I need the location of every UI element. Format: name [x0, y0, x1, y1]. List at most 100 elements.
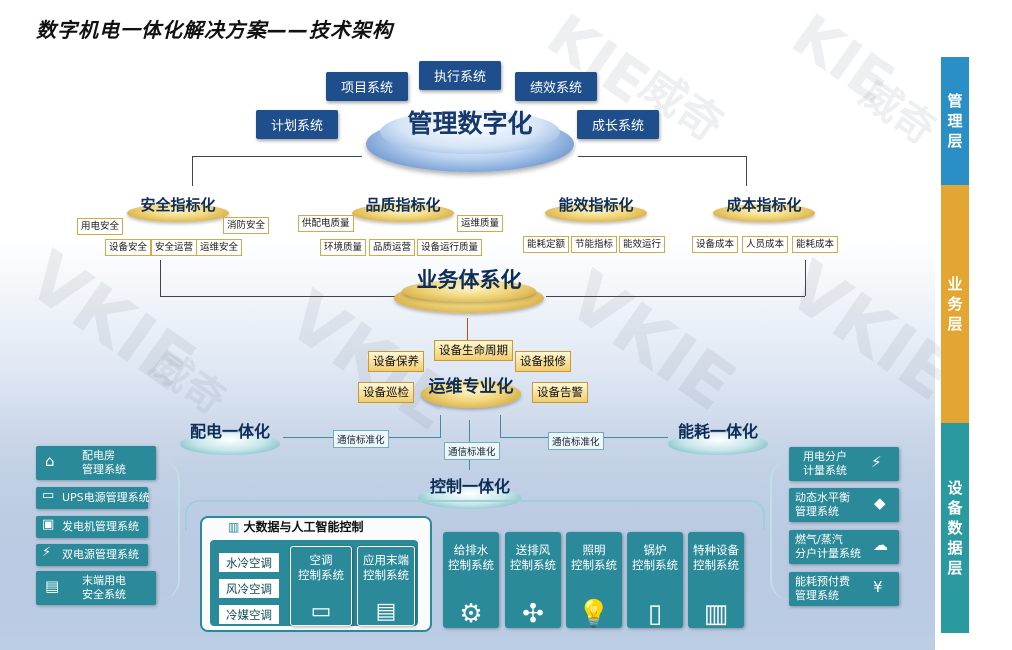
water-drop-icon: ◆	[874, 494, 886, 512]
indicator-disc	[127, 204, 229, 222]
ops-heading: 运维专业化	[428, 377, 514, 397]
generator-icon: ▣	[42, 517, 55, 532]
management-heading: 管理数字化	[407, 109, 533, 138]
ops-tag: 设备报修	[515, 351, 571, 372]
system-box-performance: 绩效系统	[515, 72, 597, 101]
terminal-icon: ▤	[375, 599, 397, 624]
system-box-project: 项目系统	[326, 72, 408, 101]
power-item: ⌂ 配电房 管理系统	[36, 446, 156, 480]
side-curve-left	[150, 460, 180, 600]
meter-icon: ⚡	[871, 453, 882, 471]
house-icon: ⌂	[45, 452, 55, 470]
indicator-heading-cost: 成本指标化	[726, 196, 802, 214]
connector-line	[805, 260, 806, 296]
control-system-boiler: 锅炉 控制系统 ▯	[627, 532, 683, 628]
power-item: ▣ 发电机管理系统	[36, 516, 148, 538]
indicator-tag: 能效运行	[619, 236, 666, 253]
control-system-water: 给排水 控制系统 ⚙	[443, 532, 499, 628]
system-box-plan: 计划系统	[256, 110, 338, 139]
ac-mode: 冷媒空调	[218, 604, 280, 625]
energy-heading: 能耗一体化	[677, 422, 758, 441]
pump-icon: ⚙	[459, 599, 483, 629]
indicator-heading-quality: 品质指标化	[365, 196, 441, 214]
indicator-tag: 环境质量	[320, 239, 367, 256]
indicator-tag: 运维质量	[457, 215, 504, 232]
ops-tag: 设备保养	[368, 351, 424, 372]
control-heading: 控制一体化	[429, 477, 510, 496]
system-box-growth: 成长系统	[577, 110, 659, 139]
indicator-tag: 设备安全	[105, 239, 152, 256]
layer-business: 业务层	[941, 185, 969, 423]
indicator-tag: 运维安全	[196, 239, 243, 256]
indicator-tag: 人员成本	[742, 236, 789, 253]
power-disc	[180, 433, 280, 455]
connector-line	[578, 156, 746, 157]
indicator-heading-safety: 安全指标化	[140, 196, 216, 214]
indicator-heading-efficiency: 能效指标化	[558, 196, 634, 214]
ac-mode: 风冷空调	[218, 578, 280, 599]
system-box-execution: 执行系统	[419, 61, 501, 90]
layer-device: 设备数据层	[941, 423, 969, 633]
connector-line	[192, 156, 193, 186]
app-terminal-system: 应用末端 控制系统 ▤	[357, 546, 415, 626]
indicator-tag: 供配电质量	[298, 215, 354, 232]
energy-item: 燃气/蒸汽 分户计量系统 ☁	[789, 530, 899, 564]
connector-line	[746, 156, 747, 186]
indicator-tag: 设备成本	[692, 236, 739, 253]
power-switch-icon: ⚡	[42, 545, 52, 560]
control-system-lighting: 照明 控制系统 💡	[566, 532, 622, 628]
indicator-tag: 安全运营	[151, 239, 198, 256]
battery-icon: ▭	[42, 488, 55, 503]
chart-icon: ▥	[228, 520, 240, 534]
indicator-tag: 能耗成本	[792, 236, 839, 253]
side-curve-right	[770, 460, 790, 600]
indicator-tag: 用电安全	[77, 218, 124, 235]
std-label: 通信标准化	[333, 430, 389, 448]
layer-management: 管理层	[941, 57, 969, 185]
air-conditioner-icon: ▭	[310, 599, 332, 624]
connector-line	[546, 296, 805, 297]
connector-line	[467, 318, 468, 340]
indicator-disc	[545, 204, 647, 222]
power-item: ▤ 末端用电 安全系统	[36, 571, 156, 605]
indicator-disc	[352, 204, 454, 222]
business-disc-top	[402, 280, 536, 302]
power-item: ⚡ 双电源管理系统	[36, 544, 148, 566]
business-heading: 业务体系化	[416, 268, 522, 292]
power-heading: 配电一体化	[189, 422, 270, 441]
fan-icon: ✣	[522, 599, 544, 629]
control-system-ventilation: 送排风 控制系统 ✣	[505, 532, 561, 628]
indicator-tag: 能耗定额	[523, 236, 570, 253]
control-system-special: 特种设备 控制系统 ▥	[688, 532, 744, 628]
connector-line	[440, 415, 441, 438]
connector-line	[160, 296, 396, 297]
power-item: ▭ UPS电源管理系统	[36, 487, 150, 509]
monitor-icon: ▤	[45, 577, 60, 595]
ops-tag: 设备告警	[532, 382, 588, 403]
page-title: 数字机电一体化解决方案——技术架构	[36, 18, 393, 42]
indicator-tag: 设备运行质量	[417, 239, 483, 256]
connector-line	[500, 415, 501, 438]
indicator-tag: 品质运营	[369, 239, 416, 256]
management-disc-top	[380, 110, 560, 154]
energy-item: 能耗预付费 管理系统 ¥	[789, 572, 899, 606]
std-label: 通信标准化	[548, 432, 604, 450]
cloud-icon: ☁	[873, 536, 888, 554]
lightbulb-icon: 💡	[577, 599, 611, 629]
ops-tag: 设备巡检	[358, 382, 414, 403]
connector-line	[192, 156, 362, 157]
energy-disc	[668, 433, 768, 455]
std-label: 通信标准化	[444, 442, 500, 460]
bill-icon: ¥	[873, 578, 883, 596]
energy-item: 动态水平衡 管理系统 ◆	[789, 488, 899, 522]
ac-mode: 水冷空调	[218, 552, 280, 573]
ops-disc-base	[421, 380, 521, 408]
connector-line	[160, 260, 161, 296]
control-bracket	[185, 500, 765, 530]
energy-item: 用电分户 计量系统 ⚡	[789, 447, 899, 481]
boiler-icon: ▯	[647, 599, 663, 629]
ai-title: ▥ 大数据与人工智能控制	[228, 520, 364, 534]
ac-control-system: 空调 控制系统 ▭	[290, 546, 352, 626]
control-disc	[418, 487, 522, 509]
